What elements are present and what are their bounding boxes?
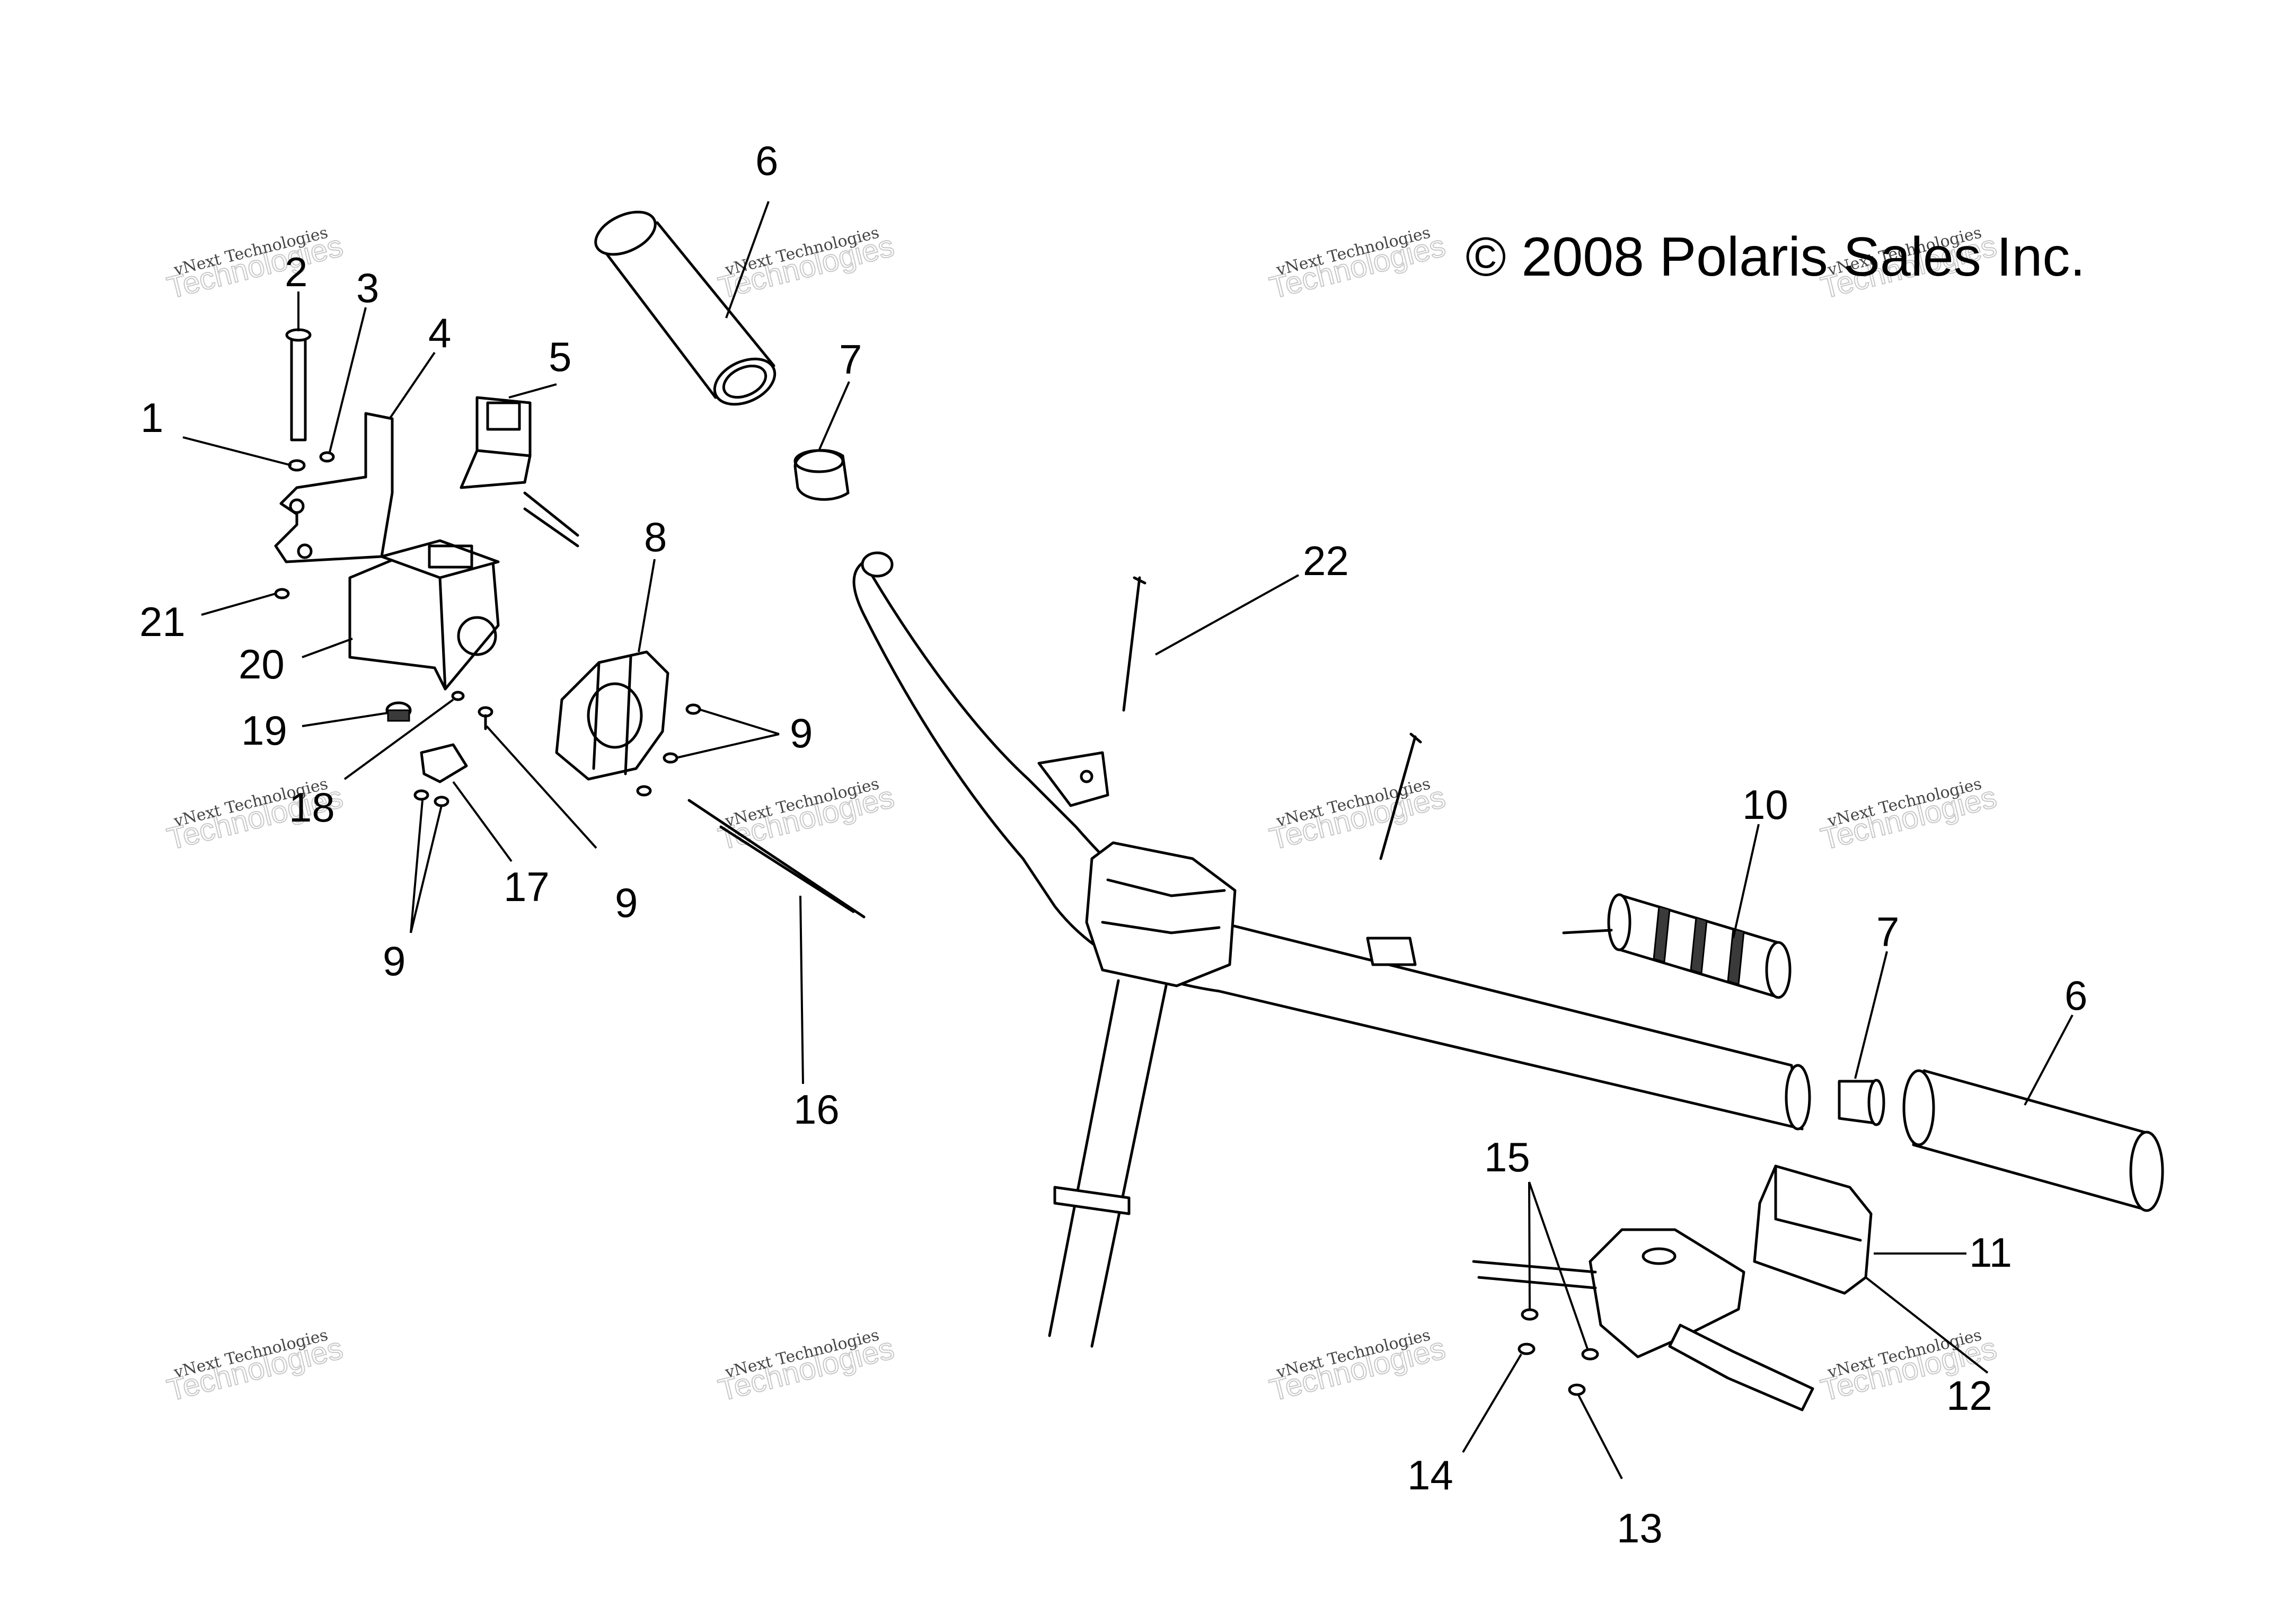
watermark: Technologies vNext Technologies xyxy=(714,223,898,306)
callout-6-right: 6 xyxy=(2065,972,2087,1019)
callout-6-top: 6 xyxy=(755,137,778,184)
right-assembly xyxy=(1472,1164,1873,1411)
callout-1: 1 xyxy=(140,394,163,441)
callout-13: 13 xyxy=(1617,1505,1663,1551)
watermark: Technologies vNext Technologies xyxy=(1817,774,2000,857)
callout-labels: 1 2 3 4 5 6 7 8 22 21 20 19 18 9 9 17 9 … xyxy=(139,137,2087,1551)
plug-top xyxy=(793,449,850,501)
watermark: Technologies vNext Technologies xyxy=(714,774,898,857)
callout-16: 16 xyxy=(793,1086,840,1133)
heated-grip xyxy=(1562,893,1792,999)
callout-18: 18 xyxy=(289,784,335,831)
watermark: Technologies vNext Technologies xyxy=(714,1326,898,1408)
grip-top xyxy=(594,210,777,406)
leader-lines xyxy=(182,201,2074,1479)
plug-right xyxy=(1838,1079,1885,1126)
callout-7-top: 7 xyxy=(839,336,862,383)
watermark-group: Technologies vNext Technologies Technolo… xyxy=(163,223,2000,1408)
callout-4: 4 xyxy=(428,310,451,356)
left-assembly xyxy=(274,328,866,919)
callout-5: 5 xyxy=(549,333,571,380)
callout-17: 17 xyxy=(504,863,550,910)
callout-2: 2 xyxy=(285,249,307,295)
callout-9-mid: 9 xyxy=(615,879,638,926)
watermark: Technologies vNext Technologies xyxy=(163,223,347,306)
callout-8: 8 xyxy=(644,514,667,560)
callout-12: 12 xyxy=(1946,1372,1992,1419)
callout-9-right: 9 xyxy=(790,710,813,756)
callout-15: 15 xyxy=(1484,1134,1530,1180)
callout-7-right: 7 xyxy=(1876,908,1899,955)
callout-10: 10 xyxy=(1742,781,1788,828)
callout-11: 11 xyxy=(1969,1229,2012,1276)
handlebar xyxy=(852,551,1811,1348)
callout-22: 22 xyxy=(1303,537,1349,584)
callout-19: 19 xyxy=(241,707,287,754)
callout-21: 21 xyxy=(139,598,186,645)
cable-ties xyxy=(1122,576,1422,860)
callout-20: 20 xyxy=(239,641,285,687)
copyright-notice: © 2008 Polaris Sales Inc. xyxy=(1466,226,2085,288)
watermark: Technologies vNext Technologies xyxy=(1266,223,1449,306)
watermark: Technologies vNext Technologies xyxy=(1266,774,1449,857)
callout-14: 14 xyxy=(1407,1452,1453,1498)
grip-right xyxy=(1902,1069,2164,1212)
callout-9-bottom: 9 xyxy=(383,938,405,984)
watermark: Technologies vNext Technologies xyxy=(163,1326,347,1408)
watermark: Technologies vNext Technologies xyxy=(1266,1326,1449,1408)
callout-3: 3 xyxy=(356,264,379,311)
